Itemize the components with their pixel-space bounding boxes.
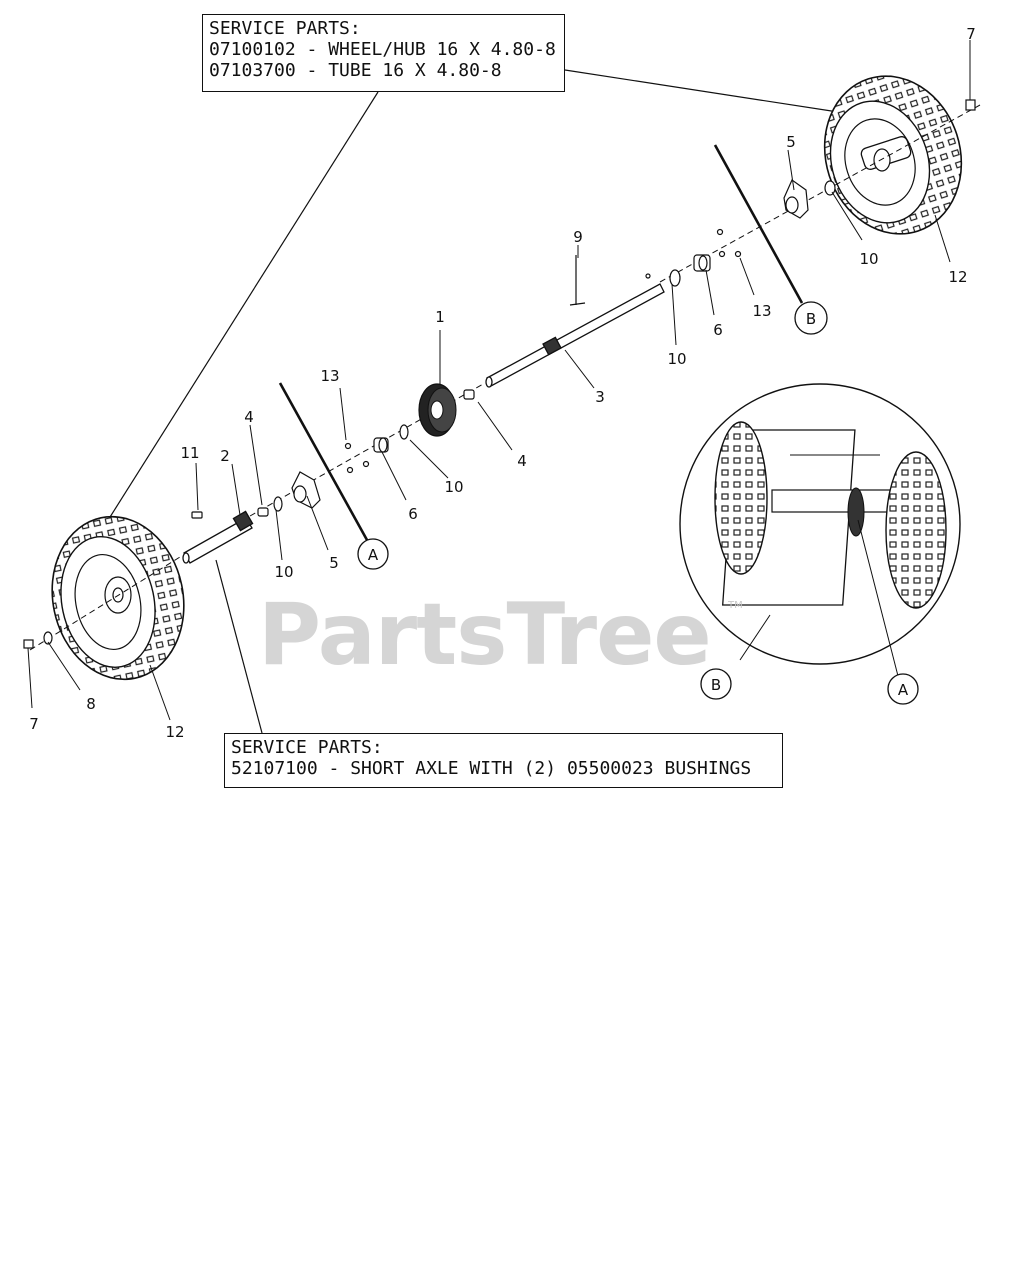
part-label-13: 13 xyxy=(320,367,339,385)
left-wheel xyxy=(51,515,185,681)
watermark-trademark: TM xyxy=(728,600,743,611)
marker-b-main: B xyxy=(806,310,816,328)
part-label-13: 13 xyxy=(752,302,771,320)
part-label-2: 2 xyxy=(220,447,230,465)
part-label-3: 3 xyxy=(595,388,605,406)
part-label-4: 4 xyxy=(517,452,527,470)
part-label-11: 11 xyxy=(180,444,199,462)
part-label-4: 4 xyxy=(244,408,254,426)
small-parts xyxy=(23,99,976,649)
callout-leaders xyxy=(104,69,839,734)
section-marker-circles xyxy=(357,301,919,705)
part-label-10: 10 xyxy=(444,478,463,496)
watermark: PartsTree xyxy=(258,585,712,685)
part-label-10: 10 xyxy=(859,250,878,268)
short-axle xyxy=(182,510,254,564)
inset-view xyxy=(679,383,961,677)
part-label-10: 10 xyxy=(274,563,293,581)
part-label-12: 12 xyxy=(948,268,967,286)
callout-heading: SERVICE PARTS: xyxy=(209,18,361,39)
callout-line-short-axle: 52107100 - SHORT AXLE WITH (2) 05500023 … xyxy=(231,758,752,779)
part-label-6: 6 xyxy=(713,321,723,339)
part-label-6: 6 xyxy=(408,505,418,523)
marker-a-inset: A xyxy=(898,681,909,699)
part-leaders xyxy=(27,40,971,721)
part-label-8: 8 xyxy=(86,695,96,713)
marker-b-inset: B xyxy=(711,676,721,694)
part-label-10: 10 xyxy=(667,350,686,368)
gear-part xyxy=(418,383,457,437)
part-numbers: 1 2 3 4 4 5 5 6 6 7 7 8 9 10 10 10 10 11… xyxy=(29,25,976,741)
callout-heading: SERVICE PARTS: xyxy=(231,737,383,758)
part-label-5: 5 xyxy=(329,554,339,572)
long-axle xyxy=(485,283,665,388)
callout-line-tube: 07103700 - TUBE 16 X 4.80-8 xyxy=(209,60,502,81)
part-label-1: 1 xyxy=(435,308,445,326)
part-label-7: 7 xyxy=(966,25,976,43)
right-wheel xyxy=(823,75,963,235)
part-label-5: 5 xyxy=(786,133,796,151)
service-parts-axle-callout: SERVICE PARTS: 52107100 - SHORT AXLE WIT… xyxy=(224,733,783,788)
part-label-9: 9 xyxy=(573,228,583,246)
marker-rods xyxy=(278,144,804,541)
marker-a-main: A xyxy=(368,546,379,564)
part-label-7: 7 xyxy=(29,715,39,733)
callout-line-wheel-hub: 07100102 - WHEEL/HUB 16 X 4.80-8 xyxy=(209,39,556,60)
service-parts-wheel-callout: SERVICE PARTS: 07100102 - WHEEL/HUB 16 X… xyxy=(202,14,565,92)
part-label-12: 12 xyxy=(165,723,184,741)
